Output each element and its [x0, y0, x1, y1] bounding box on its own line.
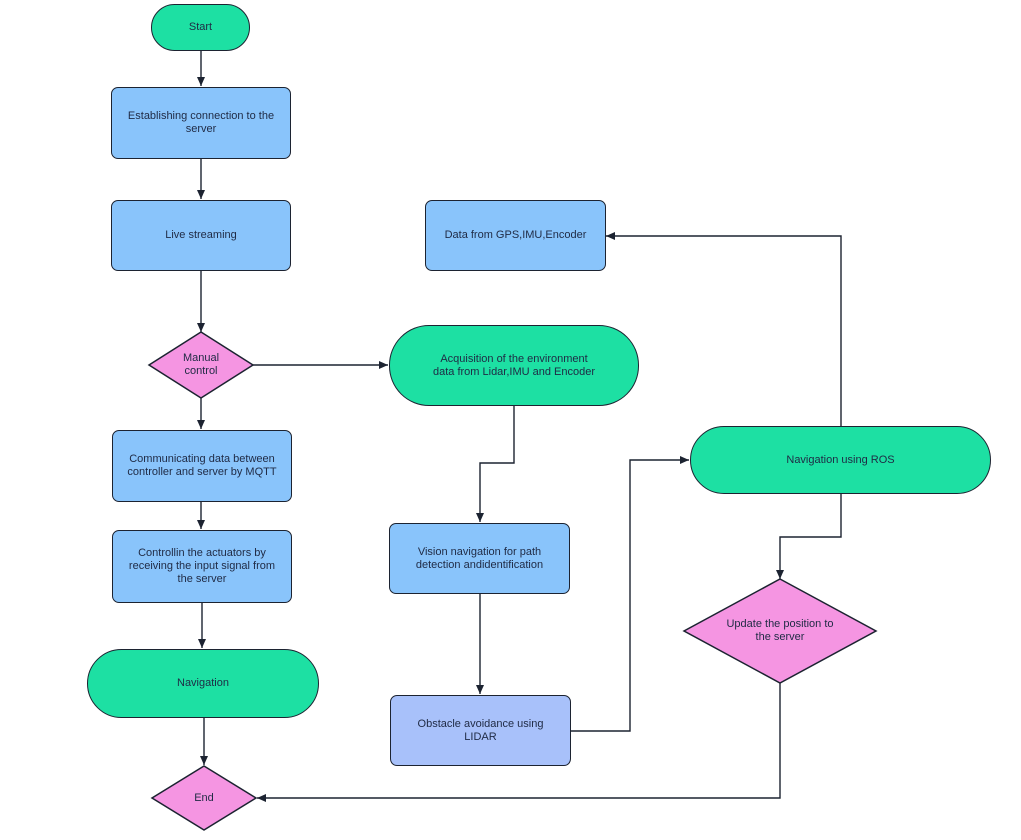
edge-acquisition-vision: [476, 406, 515, 522]
process-establishing-connection: Establishing connection to the server: [111, 87, 291, 159]
process-obstacle-avoidance: Obstacle avoidance using LIDAR: [390, 695, 571, 766]
edge-update-end: [257, 682, 781, 802]
edge-ros-update: [776, 494, 842, 579]
process-data-acquisition: Acquisition of the environment data from…: [389, 325, 639, 406]
decision-manual-control-label: Manual control: [182, 352, 220, 377]
decision-manual-control: [147, 331, 255, 399]
terminal-navigation: Navigation: [87, 649, 319, 718]
decision-update-position: [682, 578, 878, 684]
terminal-end-label: End: [194, 791, 214, 804]
process-ros-navigation: Navigation using ROS: [690, 426, 991, 494]
process-sensor-data: Data from GPS,IMU,Encoder: [425, 200, 606, 271]
process-controlling-actuators: Controllin the actuators by receiving th…: [112, 530, 292, 603]
terminal-start: Start: [151, 4, 250, 51]
edge-ros-gps: [606, 232, 842, 426]
process-mqtt-communication: Communicating data between controller an…: [112, 430, 292, 502]
process-vision-navigation: Vision navigation for path detection and…: [389, 523, 570, 594]
terminal-end: [150, 765, 258, 831]
edge-obstacle-ros: [571, 456, 689, 732]
process-live-streaming: Live streaming: [111, 200, 291, 271]
decision-update-position-label: Update the position to the server: [726, 618, 834, 643]
